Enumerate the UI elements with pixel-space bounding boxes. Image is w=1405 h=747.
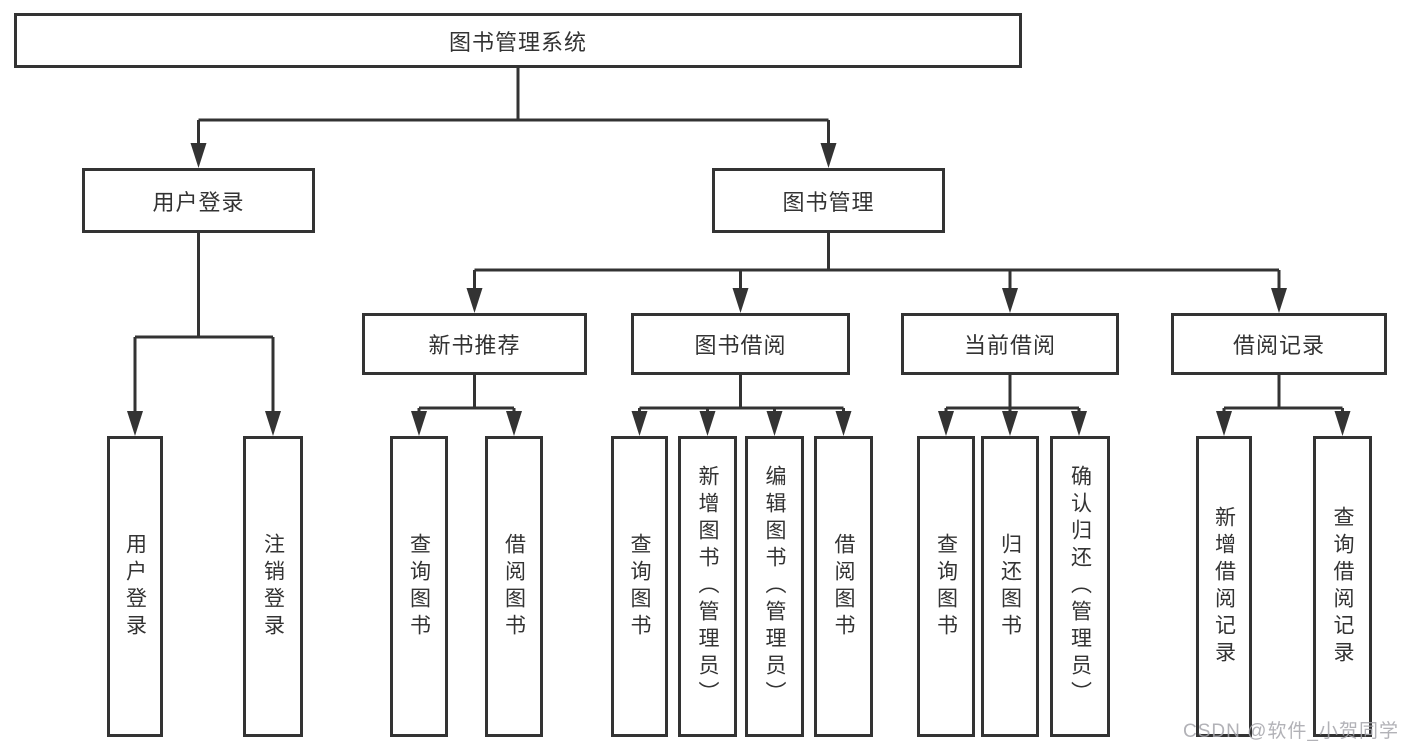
leaf-logout-login: 注销登录 bbox=[243, 436, 303, 737]
watermark-text: CSDN @软件_小贺同学 bbox=[1183, 721, 1399, 742]
leaf-label: 新增图书（管理员） bbox=[696, 465, 719, 708]
leaf-label: 查询图书 bbox=[407, 532, 431, 641]
leaf-add-borrow-record: 新增借阅记录 bbox=[1196, 436, 1252, 737]
node-user-login: 用户登录 bbox=[82, 168, 315, 233]
leaf-label: 借阅图书 bbox=[832, 532, 855, 641]
leaf-label: 编辑图书（管理员） bbox=[763, 465, 786, 708]
leaf-query-books-recommend: 查询图书 bbox=[390, 436, 448, 737]
leaf-borrow-books: 借阅图书 bbox=[814, 436, 873, 737]
leaf-return-books: 归还图书 bbox=[981, 436, 1039, 737]
leaf-label: 查询图书 bbox=[934, 532, 958, 641]
node-book-borrow: 图书借阅 bbox=[631, 313, 850, 375]
leaf-edit-books-admin: 编辑图书（管理员） bbox=[745, 436, 804, 737]
leaf-label: 归还图书 bbox=[998, 532, 1022, 641]
leaf-query-borrow-record: 查询借阅记录 bbox=[1313, 436, 1372, 737]
leaf-label: 注销登录 bbox=[261, 532, 285, 641]
node-borrow-records: 借阅记录 bbox=[1171, 313, 1387, 375]
leaf-query-books-current: 查询图书 bbox=[917, 436, 975, 737]
node-library-management-system: 图书管理系统 bbox=[14, 13, 1022, 68]
leaf-add-books-admin: 新增图书（管理员） bbox=[678, 436, 737, 737]
node-new-book-recommend: 新书推荐 bbox=[362, 313, 587, 375]
leaf-confirm-return-admin: 确认归还（管理员） bbox=[1050, 436, 1110, 737]
leaf-user-login: 用户登录 bbox=[107, 436, 163, 737]
node-book-management: 图书管理 bbox=[712, 168, 945, 233]
leaf-label: 确认归还（管理员） bbox=[1068, 465, 1092, 708]
leaf-borrow-books-recommend: 借阅图书 bbox=[485, 436, 543, 737]
leaf-label: 查询图书 bbox=[628, 532, 651, 641]
leaf-label: 查询借阅记录 bbox=[1331, 505, 1354, 668]
leaf-label: 新增借阅记录 bbox=[1212, 505, 1236, 668]
leaf-label: 借阅图书 bbox=[502, 532, 526, 641]
leaf-query-books-borrow: 查询图书 bbox=[611, 436, 668, 737]
leaf-label: 用户登录 bbox=[123, 532, 147, 641]
node-current-borrow: 当前借阅 bbox=[901, 313, 1119, 375]
